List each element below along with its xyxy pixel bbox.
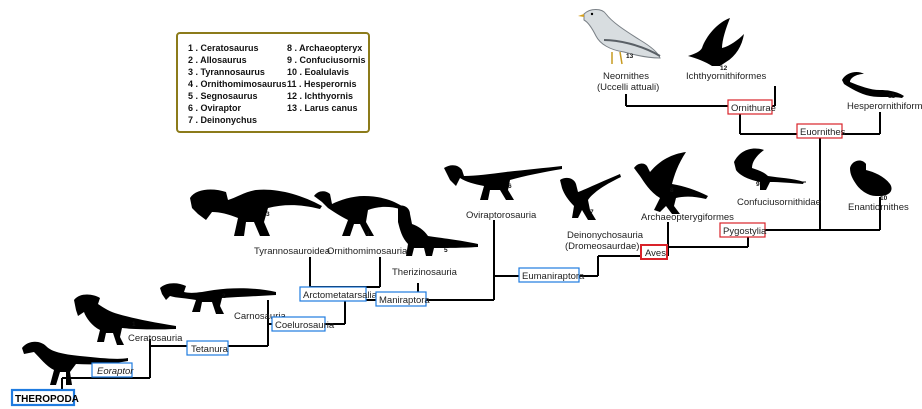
silhouette-number: 11 xyxy=(888,93,895,100)
ornithomimosaurus-silhouette: 4 xyxy=(314,191,402,238)
silhouette-number: 5 xyxy=(444,247,448,254)
silhouette-number: 1 xyxy=(132,321,136,328)
segnosaurus-silhouette: 5 xyxy=(398,205,478,256)
legend-item: 4 . Ornithomimosaurus xyxy=(188,79,287,89)
oviraptor-silhouette: 6 xyxy=(444,165,562,200)
larus-canus-illustration: 13 xyxy=(578,9,661,65)
node-label: Pygostylia xyxy=(723,226,767,237)
legend-item: 8 . Archaeopteryx xyxy=(287,43,362,53)
taxon-label-carnosauria: Carnosauria xyxy=(234,311,286,322)
root-label: THEROPODA xyxy=(15,394,79,405)
silhouette-number: 4 xyxy=(366,231,370,238)
node-aves: Aves xyxy=(640,244,668,260)
node-tetanura: Tetanura xyxy=(186,340,229,356)
taxon-label-ornithomimosauria: Ornithomimosauria xyxy=(327,246,408,257)
taxon-label-tyrannosauroidea: Tyrannosauroidea xyxy=(254,246,331,257)
taxon-label-enantiornithes: Enantiornithes xyxy=(848,202,909,213)
taxon-label-archaeopterygiformes: Archaeopterygiformes xyxy=(641,212,734,223)
node-label: Aves xyxy=(645,248,666,259)
silhouette-number: 8 xyxy=(670,187,674,194)
silhouette-number: 10 xyxy=(880,195,888,202)
node-label: Ornithurae xyxy=(731,103,776,114)
node-label: Coelurosauria xyxy=(275,320,335,331)
eoraptor-silhouette xyxy=(22,341,128,385)
taxon-label-oviraptorosauria: Oviraptorosauria xyxy=(466,210,537,221)
legend-item: 11 . Hesperornis xyxy=(287,79,357,89)
node-label: Tetanura xyxy=(191,344,229,355)
tyrannosaurus-silhouette: 3 xyxy=(190,189,322,236)
taxon-label-deinonychosauria: Deinonychosauria xyxy=(567,230,644,241)
legend-item: 5 . Segnosaurus xyxy=(188,91,258,101)
taxon-label-ichthyornithiformes: Ichthyornithiformes xyxy=(686,71,767,82)
taxon-label-ceratosauria: Ceratosauria xyxy=(128,333,183,344)
taxon-label-confuciusornithidae: Confuciusornithidae xyxy=(737,197,821,208)
node-eumaniraptora: Eumaniraptora xyxy=(518,267,585,283)
silhouette-number: 3 xyxy=(266,211,270,218)
confuciusornis-silhouette: 9 xyxy=(734,148,807,190)
ceratosaurus-silhouette: 1 xyxy=(74,294,176,345)
taxon-label-neornithes: Neornithes xyxy=(603,71,649,82)
node-label: Eumaniraptora xyxy=(522,271,585,282)
node-eoraptor: Eoraptor xyxy=(91,362,134,378)
node-euornithes: Euornithes xyxy=(796,123,846,139)
node-label: Arctometatarsalia xyxy=(303,290,378,301)
node-pygostylia: Pygostylia xyxy=(719,222,767,238)
node-ornithurae: Ornithurae xyxy=(727,99,776,115)
node-label: Maniraptora xyxy=(379,295,430,306)
silhouette-number: 9 xyxy=(756,181,760,188)
legend-item: 9 . Confuciusornis xyxy=(287,55,366,65)
node-coelurosauria: Coelurosauria xyxy=(271,316,335,332)
deinonychus-silhouette: 7 xyxy=(560,174,621,220)
node-arctometatarsalia: Arctometatarsalia xyxy=(299,286,378,302)
hesperornis-silhouette: 11 xyxy=(842,72,904,100)
legend-box: 1 . Ceratosaurus 2 . Allosaurus 3 . Tyra… xyxy=(176,32,370,133)
legend-item: 7 . Deinonychus xyxy=(188,115,257,125)
legend-item: 12 . Ichthyornis xyxy=(287,91,353,101)
ichthyornis-silhouette: 12 xyxy=(688,18,744,72)
node-label: Euornithes xyxy=(800,127,846,138)
archaeopteryx-silhouette: 8 xyxy=(634,152,708,214)
legend-item: 2 . Allosaurus xyxy=(188,55,247,65)
taxon-label-hesperornithiformes: Hesperornithiformes xyxy=(847,101,922,112)
taxon-label-uccelli-attuali: (Uccelli attuali) xyxy=(597,82,659,93)
silhouette-number: 13 xyxy=(626,53,634,60)
silhouette-number: 12 xyxy=(720,65,728,72)
taxon-label-dromeosaurdae: (Dromeosaurdae) xyxy=(565,241,639,252)
eoalulavis-silhouette: 10 xyxy=(850,160,892,202)
node-label: Eoraptor xyxy=(97,366,134,377)
legend-item: 6 . Oviraptor xyxy=(188,103,242,113)
legend-item: 13 . Larus canus xyxy=(287,103,358,113)
legend-item: 10 . Eoalulavis xyxy=(287,67,349,77)
legend-item: 3 . Tyrannosaurus xyxy=(188,67,265,77)
allosaurus-silhouette: 2 xyxy=(160,283,276,314)
taxon-label-therizinosauria: Therizinosauria xyxy=(392,267,458,278)
node-maniraptora: Maniraptora xyxy=(375,291,430,307)
legend-item: 1 . Ceratosaurus xyxy=(188,43,259,53)
root-theropoda: THEROPODA xyxy=(10,388,79,407)
silhouette-number: 7 xyxy=(590,209,594,216)
taxon-labels: Ceratosauria Carnosauria Tyrannosauroide… xyxy=(128,71,922,344)
silhouette-number: 6 xyxy=(508,183,512,190)
silhouette-number: 2 xyxy=(222,293,226,300)
